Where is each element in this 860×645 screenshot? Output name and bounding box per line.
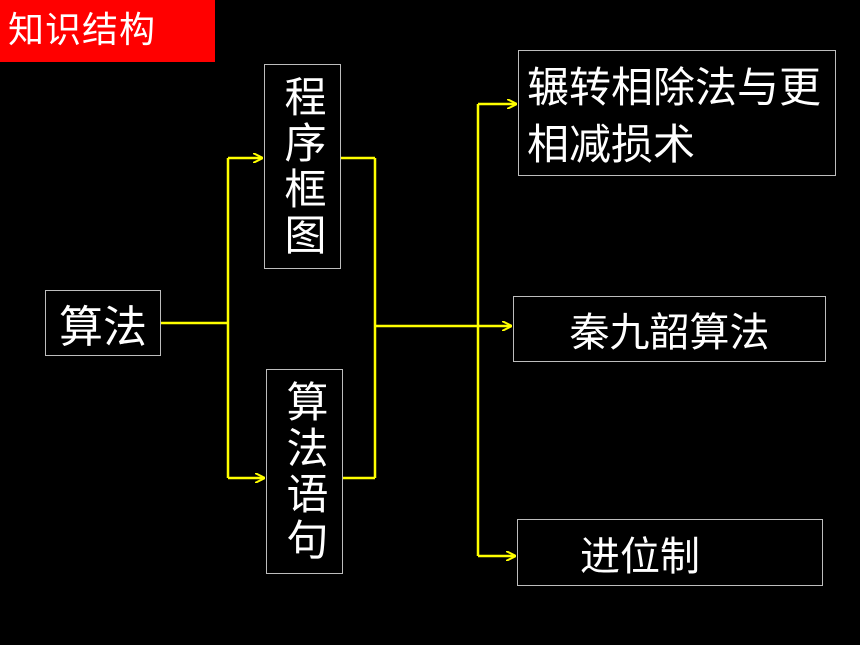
node-euclid: 辗转相除法与更相减损术 bbox=[518, 50, 836, 176]
node-flowchart: 程序框图 bbox=[264, 64, 341, 269]
node-euclid-label: 辗转相除法与更相减损术 bbox=[527, 63, 822, 169]
node-number-base: 进位制 bbox=[517, 519, 823, 586]
node-qin-jiushao-label: 秦九韶算法 bbox=[569, 310, 770, 356]
node-statements: 算法语句 bbox=[266, 369, 343, 574]
node-statements-label: 算法语句 bbox=[280, 379, 329, 564]
node-algorithm: 算法 bbox=[45, 290, 161, 356]
node-flowchart-label: 程序框图 bbox=[278, 74, 327, 259]
node-number-base-label: 进位制 bbox=[580, 533, 700, 580]
page-title: 知识结构 bbox=[0, 0, 215, 62]
node-algorithm-label: 算法 bbox=[59, 302, 147, 353]
node-qin-jiushao: 秦九韶算法 bbox=[513, 296, 826, 362]
